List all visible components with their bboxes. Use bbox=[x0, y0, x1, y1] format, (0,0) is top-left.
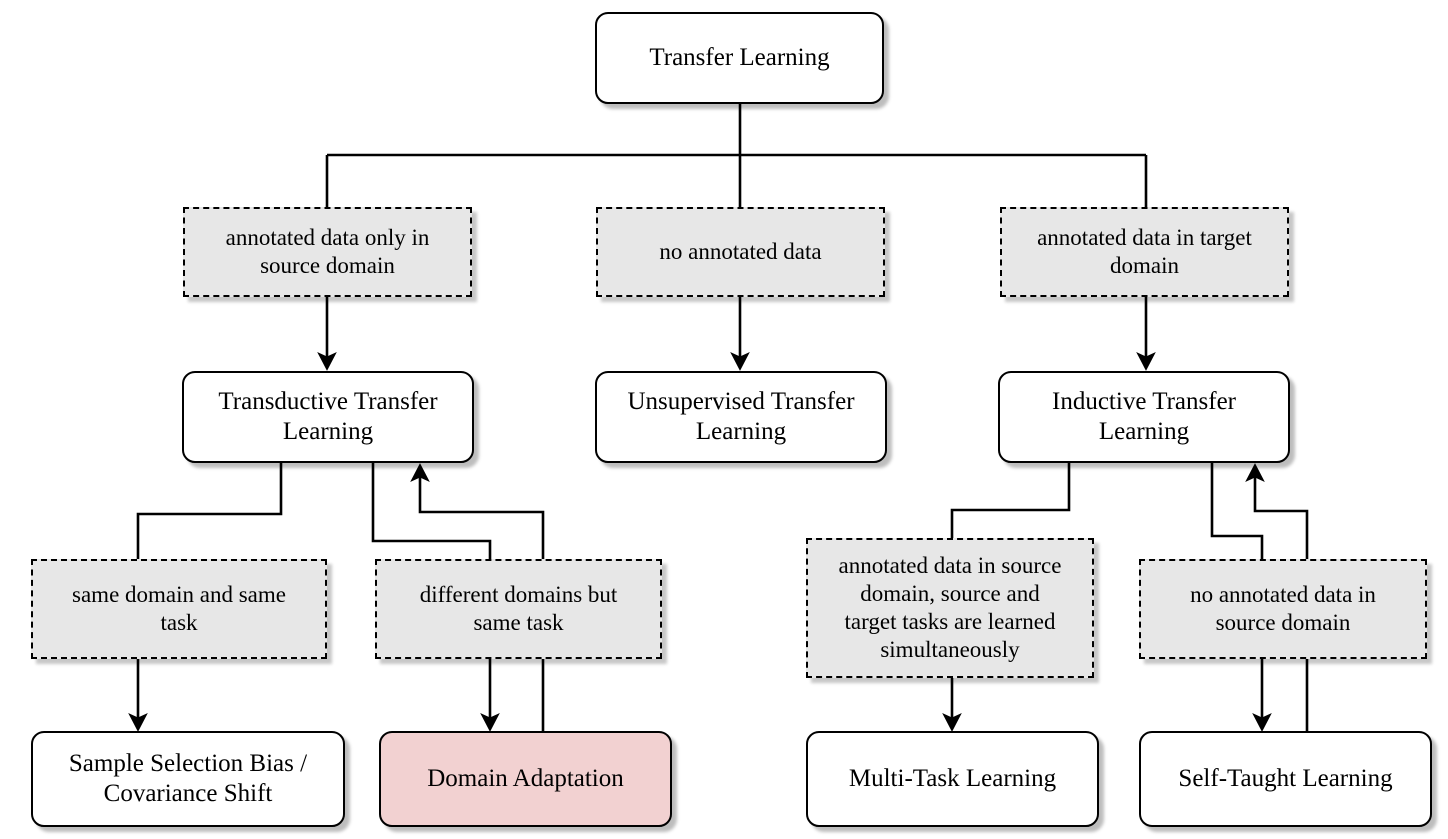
node-domain-adaptation-label: Domain Adaptation bbox=[427, 764, 624, 792]
node-inductive-transfer-learning[interactable]: Inductive Transfer Learning bbox=[998, 371, 1290, 463]
node-condition-different-domains-same-task-label: different domains but same task bbox=[419, 581, 618, 635]
node-unsupervised-transfer-learning-label: Unsupervised Transfer Learning bbox=[627, 387, 855, 446]
node-transductive-transfer-learning-label: Transductive Transfer Learning bbox=[218, 387, 438, 446]
node-transfer-learning[interactable]: Transfer Learning bbox=[595, 12, 884, 104]
node-condition-no-annotated-data[interactable]: no annotated data bbox=[596, 207, 885, 297]
node-self-taught-learning[interactable]: Self-Taught Learning bbox=[1139, 731, 1432, 827]
node-condition-different-domains-same-task[interactable]: different domains but same task bbox=[375, 559, 662, 659]
node-transfer-learning-label: Transfer Learning bbox=[649, 43, 830, 71]
node-condition-no-annotated-source-label: no annotated data in source domain bbox=[1190, 581, 1376, 635]
node-transductive-transfer-learning[interactable]: Transductive Transfer Learning bbox=[182, 371, 474, 463]
edge-inductive-to-cond-no-source bbox=[1210, 463, 1264, 559]
node-domain-adaptation[interactable]: Domain Adaptation bbox=[379, 731, 672, 827]
node-condition-target-domain[interactable]: annotated data in target domain bbox=[1000, 207, 1289, 297]
node-condition-source-only-label: annotated data only in source domain bbox=[225, 224, 430, 278]
node-self-taught-learning-label: Self-Taught Learning bbox=[1178, 764, 1393, 792]
node-condition-target-domain-label: annotated data in target domain bbox=[1037, 224, 1252, 278]
edge-transductive-to-cond-diff-domain bbox=[371, 463, 492, 559]
node-condition-same-domain-same-task-label: same domain and same task bbox=[72, 581, 286, 635]
node-sample-selection-bias[interactable]: Sample Selection Bias / Covariance Shift bbox=[31, 731, 345, 827]
node-condition-multitask-label: annotated data in source domain, source … bbox=[838, 552, 1062, 663]
edge-inductive-to-cond-multitask bbox=[950, 463, 1071, 538]
edge-transductive-to-cond-same-domain bbox=[136, 463, 283, 559]
node-condition-no-annotated-data-label: no annotated data bbox=[659, 238, 822, 264]
node-condition-no-annotated-source[interactable]: no annotated data in source domain bbox=[1139, 559, 1427, 659]
node-condition-same-domain-same-task[interactable]: same domain and same task bbox=[31, 559, 327, 659]
node-multi-task-learning[interactable]: Multi-Task Learning bbox=[806, 731, 1099, 827]
node-inductive-transfer-learning-label: Inductive Transfer Learning bbox=[1052, 387, 1236, 446]
node-condition-multitask[interactable]: annotated data in source domain, source … bbox=[806, 538, 1094, 678]
node-multi-task-learning-label: Multi-Task Learning bbox=[848, 764, 1057, 792]
node-condition-source-only[interactable]: annotated data only in source domain bbox=[183, 207, 472, 297]
node-sample-selection-bias-label: Sample Selection Bias / Covariance Shift bbox=[68, 749, 308, 808]
node-unsupervised-transfer-learning[interactable]: Unsupervised Transfer Learning bbox=[595, 371, 887, 463]
